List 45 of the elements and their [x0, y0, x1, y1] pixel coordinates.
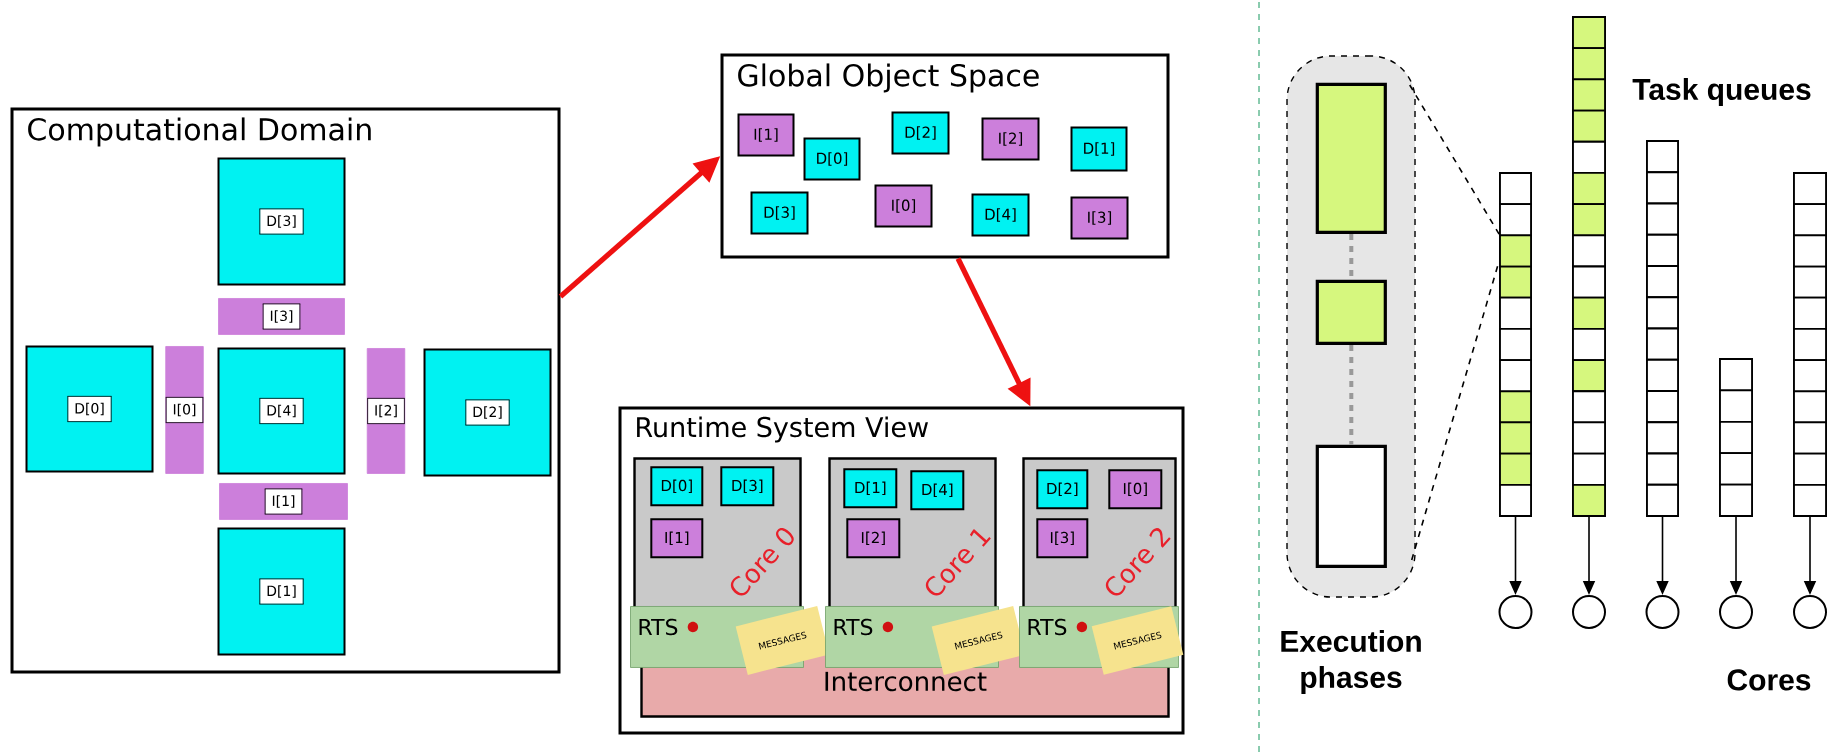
object-chip: I[1]: [737, 113, 795, 157]
interface-bar: I[3]: [218, 298, 345, 335]
connector-line: [1408, 84, 1500, 235]
object-chip: I[2]: [846, 518, 901, 559]
domain-square: D[1]: [217, 527, 346, 656]
object-chip: D[0]: [803, 137, 861, 181]
object-chip: I[1]: [650, 518, 704, 559]
object-chip: D[4]: [971, 193, 1030, 237]
axis-label: Cores: [1727, 669, 1811, 691]
core-circle: [1572, 595, 1606, 629]
phase-block: [1315, 82, 1387, 234]
object-chip: I[2]: [981, 117, 1040, 161]
domain-square: D[4]: [217, 347, 346, 475]
object-chip: D[0]: [650, 466, 704, 507]
object-chip: D[2]: [1036, 469, 1089, 510]
object-chip: D[4]: [910, 470, 965, 511]
core-circle: [1793, 595, 1827, 629]
object-chip: I[3]: [1070, 196, 1129, 240]
task-queue: [1572, 16, 1606, 517]
core-circle: [1498, 595, 1533, 629]
object-chip: I[0]: [1108, 469, 1163, 510]
domain-square: D[3]: [217, 157, 346, 286]
connector-line: [1349, 344, 1354, 445]
domain-square: D[0]: [25, 345, 154, 473]
object-chip: I[0]: [874, 184, 933, 228]
object-chip: D[1]: [843, 468, 898, 509]
task-queue: [1646, 140, 1679, 517]
domain-square: D[2]: [423, 348, 552, 477]
object-chip: I[3]: [1036, 518, 1089, 559]
task-queue: [1499, 172, 1532, 517]
object-chip: D[1]: [1070, 126, 1128, 172]
task-queue: [1719, 358, 1753, 517]
object-chip: D[3]: [750, 191, 809, 235]
node-label: Execution phases: [1281, 630, 1421, 694]
interface-bar: I[2]: [366, 348, 406, 474]
core-circle: [1645, 595, 1680, 629]
interface-bar: I[1]: [219, 483, 348, 520]
object-chip: D[2]: [891, 111, 950, 155]
object-chip: D[3]: [720, 466, 775, 507]
core-circle: [1719, 595, 1753, 629]
task-queue: [1793, 172, 1827, 517]
phase-block: [1315, 279, 1387, 345]
interface-bar: I[0]: [165, 346, 204, 474]
phase-block: [1315, 444, 1387, 568]
axis-label: Task queues: [1632, 78, 1811, 106]
